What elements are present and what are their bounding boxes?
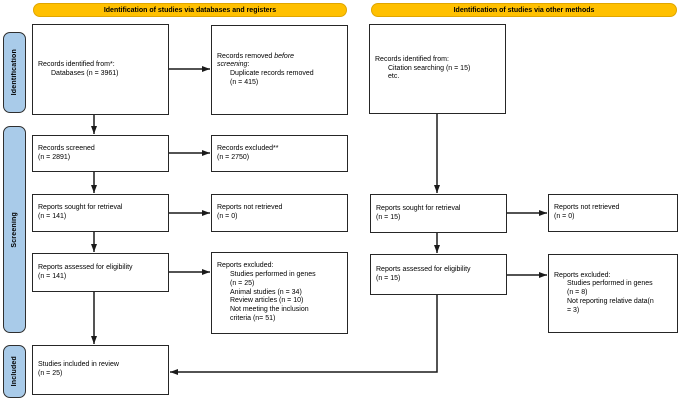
box-line: Reports sought for retrieval bbox=[38, 204, 123, 212]
box-line: Records screened bbox=[38, 144, 95, 152]
box-line: Studies performed in genes bbox=[230, 271, 316, 279]
box-records-identified-databases: Records identified from*: Databases (n =… bbox=[32, 24, 169, 115]
box-studies-included: Studies included in review (n = 25) bbox=[32, 345, 169, 395]
phase-bar-screening: Screening bbox=[3, 126, 26, 333]
phase-label-included: Included bbox=[11, 356, 18, 387]
box-line: Not meeting the inclusion bbox=[230, 306, 309, 314]
box-line: Records identified from: bbox=[375, 55, 449, 63]
box-line: (n = 8) bbox=[567, 289, 588, 297]
box-line: (n = 15) bbox=[376, 213, 401, 221]
box-reports-not-retrieved-databases: Reports not retrieved (n = 0) bbox=[211, 194, 348, 232]
box-line: Records identified from*: bbox=[38, 60, 115, 68]
box-line: (n = 25) bbox=[38, 370, 63, 377]
box-line: screening: bbox=[217, 61, 250, 69]
box-reports-sought-databases: Reports sought for retrieval (n = 141) bbox=[32, 194, 169, 232]
box-line: Reports not retrieved bbox=[217, 204, 283, 212]
box-line: Records excluded** bbox=[217, 144, 279, 152]
box-reports-assessed-databases: Reports assessed for eligibility (n = 14… bbox=[32, 253, 169, 292]
box-line: Studies included in review bbox=[38, 361, 119, 369]
box-line: etc. bbox=[388, 73, 400, 81]
box-line: Review articles (n = 10) bbox=[230, 297, 304, 305]
box-line: Records removed before bbox=[217, 52, 295, 60]
box-reports-excluded-other: Reports excluded: Studies performed in g… bbox=[548, 254, 678, 333]
box-line: (n = 141) bbox=[38, 272, 67, 280]
box-records-excluded: Records excluded** (n = 2750) bbox=[211, 135, 348, 172]
box-line: Animal studies (n = 34) bbox=[230, 288, 302, 296]
box-line: (n = 141) bbox=[38, 213, 67, 220]
box-line: (n = 415) bbox=[230, 78, 259, 86]
phase-bar-identification: Identification bbox=[3, 32, 26, 113]
box-line: Reports not retrieved bbox=[554, 204, 620, 212]
box-line: = 3) bbox=[567, 306, 580, 314]
box-line: Studies performed in genes bbox=[567, 280, 653, 288]
box-reports-sought-other: Reports sought for retrieval (n = 15) bbox=[370, 194, 507, 233]
box-line: Databases (n = 3961) bbox=[51, 69, 119, 77]
box-line: Reports excluded: bbox=[554, 271, 611, 279]
box-line: Reports assessed for eligibility bbox=[376, 265, 471, 273]
header-other-methods: Identification of studies via other meth… bbox=[371, 3, 677, 17]
box-line: Reports sought for retrieval bbox=[376, 204, 461, 212]
box-line: criteria (n= 51) bbox=[230, 314, 276, 322]
box-records-removed-before-screening: Records removed before screening: Duplic… bbox=[211, 25, 348, 115]
header-databases-registers: Identification of studies via databases … bbox=[33, 3, 347, 17]
box-reports-excluded-databases: Reports excluded: Studies performed in g… bbox=[211, 252, 348, 334]
box-line: Duplicate records removed bbox=[230, 70, 314, 77]
phase-bar-included: Included bbox=[3, 345, 26, 398]
box-line: (n = 0) bbox=[217, 213, 238, 220]
phase-label-screening: Screening bbox=[11, 211, 18, 248]
box-line: (n = 0) bbox=[554, 213, 575, 220]
box-line: Reports assessed for eligibility bbox=[38, 263, 133, 271]
phase-label-identification: Identification bbox=[11, 49, 18, 96]
box-line: (n = 2891) bbox=[38, 153, 71, 161]
box-reports-not-retrieved-other: Reports not retrieved (n = 0) bbox=[548, 194, 678, 232]
box-line: (n = 15) bbox=[376, 274, 401, 282]
box-line: (n = 2750) bbox=[217, 153, 250, 161]
box-line: (n = 25) bbox=[230, 279, 255, 287]
box-line: Reports excluded: bbox=[217, 262, 274, 270]
box-line: Citation searching (n = 15) bbox=[388, 64, 471, 72]
box-line: Not reporting relative data(n bbox=[567, 297, 654, 305]
box-records-screened: Records screened (n = 2891) bbox=[32, 135, 169, 172]
box-records-identified-other: Records identified from: Citation search… bbox=[369, 24, 506, 114]
box-reports-assessed-other: Reports assessed for eligibility (n = 15… bbox=[370, 254, 507, 295]
